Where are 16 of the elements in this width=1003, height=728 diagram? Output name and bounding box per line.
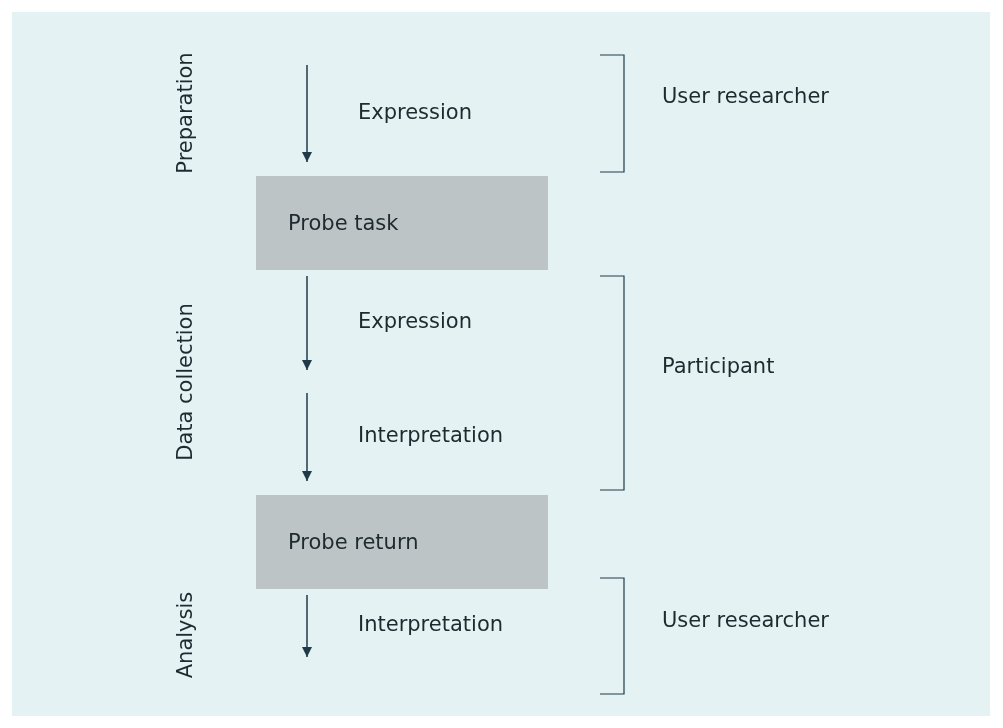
- edge-label: Interpretation: [358, 612, 504, 636]
- edge-label: Interpretation: [358, 423, 504, 447]
- role-label: Participant: [662, 354, 775, 378]
- arrow: [302, 392, 312, 482]
- process-box: Probe return: [256, 495, 548, 589]
- edge-label: Expression: [358, 99, 472, 124]
- role-label: User researcher: [662, 84, 829, 108]
- phase-label: Data collection: [173, 303, 197, 461]
- process-box: Probe task: [256, 176, 548, 270]
- arrow: [302, 594, 312, 658]
- arrow: [302, 275, 312, 371]
- edge-label: Expression: [358, 309, 472, 333]
- phase-label: Preparation: [173, 52, 197, 174]
- phase-label: Analysis: [173, 591, 197, 679]
- arrow: [302, 64, 312, 163]
- role-label: User researcher: [662, 608, 829, 632]
